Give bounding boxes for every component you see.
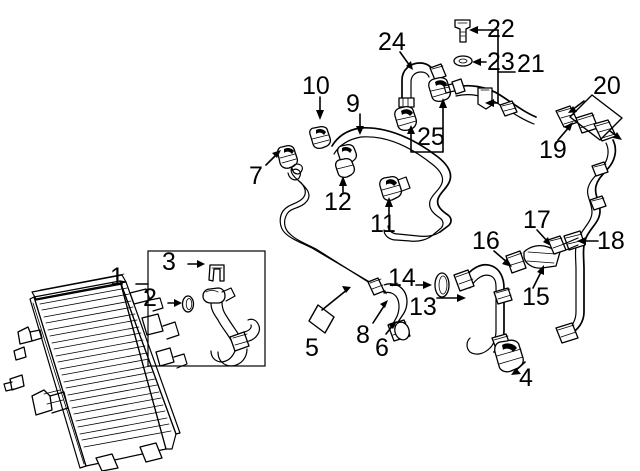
callout-22: 22: [487, 15, 515, 43]
callout-8: 8: [356, 321, 370, 349]
radiator-hose-assembly: [202, 287, 261, 367]
s-curve-pipe: [279, 163, 393, 298]
callout-13: 13: [409, 293, 437, 321]
callout-25: 25: [417, 123, 445, 151]
callout-18: 18: [597, 227, 625, 255]
retaining-clip-pair-25: [394, 76, 452, 132]
callout-20: 20: [593, 72, 621, 100]
callout-3: 3: [162, 248, 176, 276]
hose-clamp-4-part: [494, 339, 524, 373]
o-ring-part: [181, 295, 195, 313]
inset-detail-box: [147, 250, 266, 367]
callout-2: 2: [143, 284, 157, 312]
callout-14: 14: [388, 264, 416, 292]
callout-4: 4: [519, 364, 533, 392]
callout-19: 19: [539, 136, 567, 164]
flange-bolt-part: [454, 19, 471, 43]
retaining-clip-12-part: [334, 143, 358, 179]
callout-17: 17: [523, 206, 551, 234]
spring-clip-part: [208, 264, 225, 282]
return-hose-18: [555, 139, 617, 344]
callout-21: 21: [517, 50, 545, 78]
callout-11: 11: [370, 210, 396, 238]
retaining-clip-11-part: [379, 175, 411, 202]
sealing-washer-part: [453, 55, 473, 67]
pipe-hose-group: [367, 277, 411, 342]
callout-24: 24: [378, 28, 406, 56]
o-ring-seal-14-part: [434, 272, 450, 298]
callout-23: 23: [487, 48, 515, 76]
callout-12: 12: [324, 188, 352, 216]
callout-7: 7: [249, 162, 263, 190]
retaining-clip-10-part: [309, 125, 332, 150]
callout-6: 6: [375, 334, 389, 362]
callout-10: 10: [302, 72, 330, 100]
radiator-core: [3, 273, 188, 471]
connector-run-15-16-17: [505, 235, 579, 274]
elbow-hose-24: [398, 62, 447, 108]
retaining-clip-7-part: [277, 144, 299, 169]
curved-coolant-pipe-13: [453, 263, 513, 355]
callout-5: 5: [305, 334, 319, 362]
callout-9: 9: [346, 90, 360, 118]
callout-16: 16: [472, 227, 500, 255]
callout-15: 15: [522, 283, 550, 311]
leader-lines: [135, 26, 623, 375]
callout-1: 1: [110, 263, 124, 291]
